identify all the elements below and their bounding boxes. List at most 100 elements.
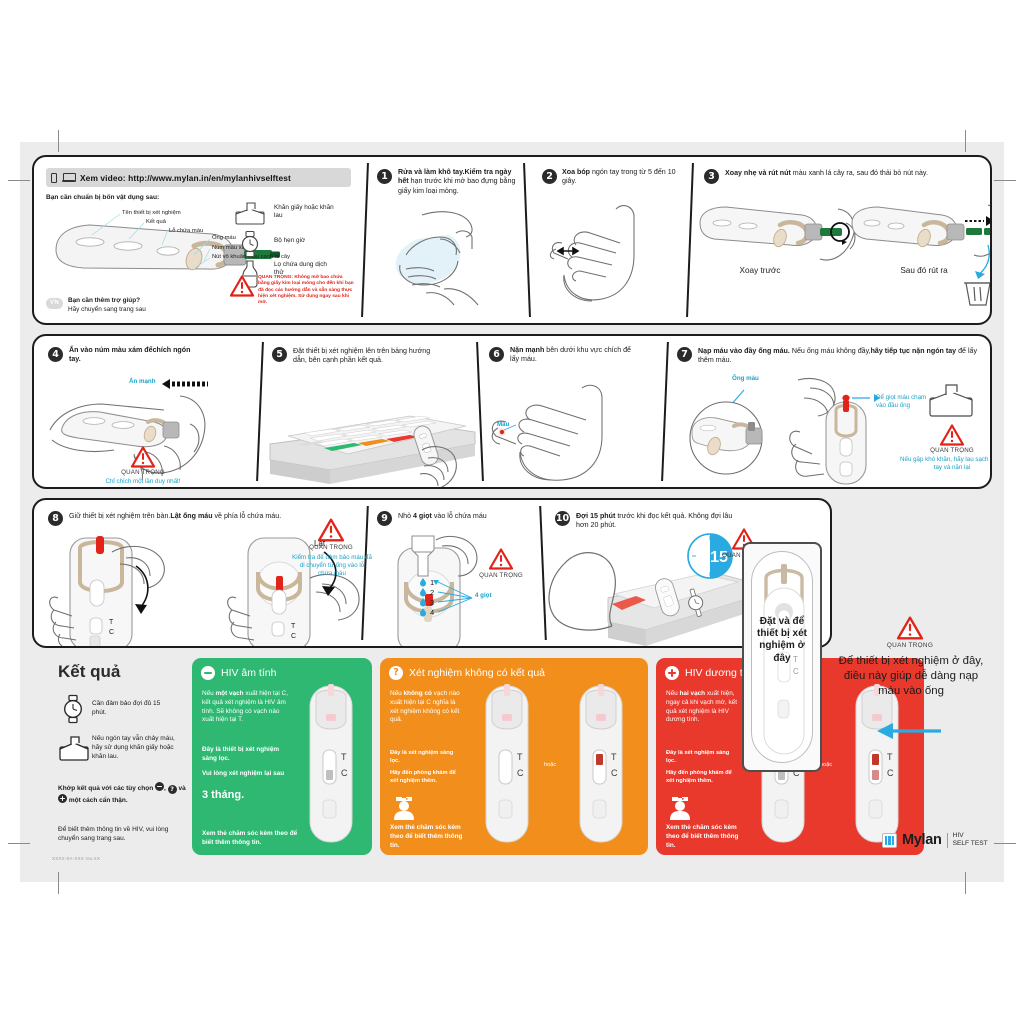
results-title: Kết quả <box>58 662 121 681</box>
step-8-rest: Giữ thiết bị xét nghiệm trên bàn. <box>69 512 171 520</box>
result-card-negative-line3: Vui lòng xét nghiệm lại sau <box>202 770 285 777</box>
negative-body-rest: xuất hiện tại C, kết quả xét nghiệm là H… <box>202 690 288 724</box>
svg-text:T: T <box>291 623 296 630</box>
svg-text:C: C <box>517 768 524 778</box>
warning-triangle-icon <box>229 275 255 297</box>
svg-text:Lật: Lật <box>314 539 326 548</box>
phone-icon <box>51 172 57 183</box>
crop-mark-tr-h <box>994 180 1016 181</box>
svg-text:3: 3 <box>430 598 434 607</box>
step-5-text: Đặt thiết bị xét nghiệm lên trên bảng hư… <box>293 347 431 365</box>
step-10-bold: Đợi 15 phút <box>576 512 616 520</box>
results-note-0: Cần đảm bảo đợi đủ 15 phút. <box>92 700 161 717</box>
step-1-text: Rửa và làm khô tay.Kiểm tra ngày hết hạn… <box>398 168 516 196</box>
wait-15-minutes-illustration: 15 <box>548 533 751 646</box>
minus-badge-icon <box>155 782 165 791</box>
step-7-rest2: để lấy thêm máu. <box>698 347 978 365</box>
result-card-invalid-footer: Xem thẻ chăm sóc kèm theo để biết thêm t… <box>390 824 463 849</box>
crop-mark-tl-h <box>8 180 30 181</box>
blood-drop-to-tube-illustration <box>789 377 880 485</box>
step-8-rest2: về phía lỗ chứa máu. <box>212 512 282 520</box>
step-4-bold: Ấn vào núm màu xám để <box>69 346 153 354</box>
step-9-rest2: vào lỗ chứa máu <box>431 512 487 520</box>
results-match-note: Khớp kết quả với các tùy chọn , ? và một… <box>58 782 188 805</box>
result-card-negative-line2: Đây là thiết bị xét nghiệm sàng lọc. <box>202 746 280 762</box>
result-card-negative-header: HIV âm tính <box>201 666 276 680</box>
step-8-warning-title: QUAN TRỌNG <box>309 544 353 551</box>
svg-text:15: 15 <box>710 549 728 566</box>
step-2-bold: Xoa bóp <box>562 168 590 176</box>
result-card-positive-line2: Đây là xét nghiệm sàng lọc. <box>666 750 730 764</box>
crop-mark-br-h <box>994 843 1016 844</box>
logo-subtitle: HIV SELF TEST <box>953 832 988 848</box>
press-arrow-icon <box>162 379 208 389</box>
tube-label: Ống máu <box>732 375 759 382</box>
result-device-invalid-a: T C <box>485 684 529 843</box>
positive-body-lead: Nếu <box>666 690 680 697</box>
negative-body-bold: một vạch <box>215 690 244 697</box>
svg-text:T: T <box>341 752 347 762</box>
supplies-important-warning: QUAN TRỌNG: Không mở bao chứa bằng giấy … <box>258 275 354 306</box>
or-label-positive: hoặc <box>820 762 833 768</box>
result-card-positive-body: Nếu hai vạch xuất hiện, ngay cả khi vạch… <box>666 690 738 725</box>
svg-text:4: 4 <box>430 608 434 617</box>
step-7-bold: Nạp máu vào đầy ống máu. <box>698 347 790 355</box>
mat-warning-title: QUAN TRỌNG <box>886 642 934 649</box>
result-card-negative-title: HIV âm tính <box>221 667 277 679</box>
step-2-number: 2 <box>542 169 557 184</box>
press-grey-knob-illustration <box>49 395 206 481</box>
help-line-2: Hãy chuyển sang trang sau <box>68 306 146 313</box>
result-card-invalid-line3: Hãy đến phòng khám để xét nghiệm thêm. <box>390 770 456 784</box>
mylan-mark-icon <box>882 832 897 848</box>
svg-text:T: T <box>611 752 617 762</box>
result-card-invalid-body: Nếu không có vạch nào xuất hiện tại C ng… <box>390 690 462 725</box>
positive-body-bold: hai vạch <box>679 690 706 697</box>
step-4-text: Ấn vào núm màu xám đểchích ngón tay. <box>69 346 199 365</box>
step-3-bold: Xoay nhẹ và rút nút <box>725 169 791 177</box>
mylan-wordmark: Mylan <box>902 832 942 849</box>
invalid-body-bold: không có <box>403 690 432 697</box>
svg-text:Sau đó rút ra: Sau đó rút ra <box>900 266 948 275</box>
result-card-negative-body: Nếu một vạch xuất hiện tại C, kết quả xé… <box>202 690 288 725</box>
svg-text:C: C <box>291 633 296 640</box>
touch-drop-label: Để giọt máu chạm vào đầu ống <box>876 394 927 410</box>
results-more-info: Để biết thêm thông tin về HIV, vui lòng … <box>58 826 169 843</box>
step-9-text: Nhỏ 4 giọt vào lỗ chứa máu <box>398 512 538 521</box>
device-placement-mat[interactable]: T C Đặt và để thiết bị xét nghiệm ở đây <box>742 542 822 772</box>
laptop-icon <box>62 172 76 183</box>
positive-body-rest: xuất hiện, ngay cả khi vạch mờ, kết quả … <box>666 690 737 724</box>
panel-divider <box>661 342 669 481</box>
step-8-bold: Lật ống máu <box>170 512 213 520</box>
watch-video-label: Xem video: http://www.mylan.in/en/mylanh… <box>80 172 291 183</box>
question-badge-icon: ? <box>389 666 403 680</box>
device-leader-lines <box>91 213 211 268</box>
results-match-note-end: một cách cẩn thận. <box>68 797 128 804</box>
result-card-negative-footer: Xem thẻ chăm sóc kèm theo để biết thêm t… <box>202 830 298 846</box>
four-drops-label: 4 giọt <box>475 592 492 599</box>
footer-code: XXXX-0A-XXX rev.XX <box>52 856 101 861</box>
buffer-bottle-icon <box>242 260 258 288</box>
step-1-rest: hạn trước khi mở bao đựng bằng giấy kim … <box>398 177 516 195</box>
watch-video-bar[interactable]: Xem video: http://www.mylan.in/en/mylanh… <box>46 168 351 187</box>
step-7-warning-title: QUAN TRỌNG <box>930 447 974 454</box>
step-4-warning-body: Chỉ chích một lần duy nhất! <box>105 478 181 485</box>
result-card-invalid: ? Xét nghiệm không có kết quả Nếu không … <box>380 658 648 855</box>
panel-divider <box>256 342 264 481</box>
result-card-invalid-title: Xét nghiệm không có kết quả <box>409 667 546 679</box>
step-4-warning-title: QUAN TRỌNG <box>121 469 165 476</box>
svg-text:2: 2 <box>430 588 434 597</box>
warning-triangle-icon <box>896 616 924 640</box>
minus-badge-icon <box>201 666 215 680</box>
step-4-number: 4 <box>48 347 63 362</box>
svg-text:T: T <box>887 752 893 762</box>
warning-triangle-icon <box>488 548 514 570</box>
tissue-box-icon <box>59 736 89 761</box>
step-3-rest: màu xanh lá cây ra, sau đó thải bỏ nút n… <box>790 169 928 177</box>
supplies-heading: Bạn cần chuẩn bị bốn vật dụng sau: <box>46 194 160 201</box>
svg-text:C: C <box>611 768 618 778</box>
step-3-number: 3 <box>704 169 719 184</box>
step-1-number: 1 <box>377 169 392 184</box>
svg-text:C: C <box>793 667 799 676</box>
logo-sub-line1: HIV <box>952 832 964 839</box>
